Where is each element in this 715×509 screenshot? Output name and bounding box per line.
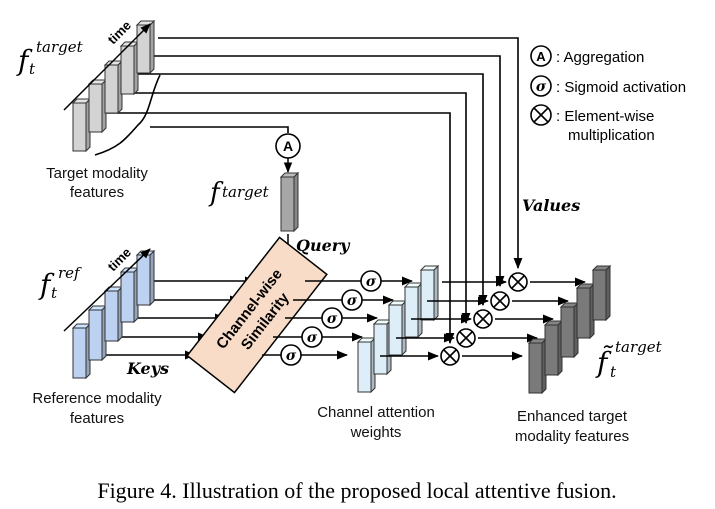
legend-sigmoid-text: : Sigmoid activation bbox=[556, 79, 686, 96]
target-features-label-1: Target modality bbox=[46, 165, 148, 182]
legend: A : Aggregation σ : Sigmoid activation :… bbox=[530, 45, 686, 144]
legend-multiply-text: : Element-wise bbox=[556, 108, 654, 125]
sigmoid-symbol: σ bbox=[307, 330, 318, 346]
sigmoid-node: σ bbox=[321, 307, 343, 329]
attention-label-1: Channel attention bbox=[317, 404, 435, 421]
figure-caption: Figure 4. Illustration of the proposed l… bbox=[97, 478, 616, 503]
keys-label: Keys bbox=[126, 359, 169, 378]
target-feature-bar bbox=[71, 97, 92, 153]
sigmoid-node: σ bbox=[341, 289, 363, 311]
legend-aggregation-icon: A bbox=[536, 49, 546, 64]
channel-wise-similarity-block: Channel-wise Similarity bbox=[186, 236, 328, 394]
query-label: Query bbox=[296, 236, 351, 255]
legend-item-aggregation: A : Aggregation bbox=[530, 45, 644, 67]
legend-multiply-icon bbox=[530, 104, 552, 126]
legend-item-multiplication: : Element-wise multiplication bbox=[530, 104, 655, 144]
sigmoid-node: σ bbox=[280, 344, 302, 366]
target-feature-bar bbox=[135, 19, 156, 75]
enhanced-symbol-sub: t bbox=[610, 363, 617, 381]
output-lines bbox=[462, 277, 587, 361]
aggregation-node: A bbox=[275, 133, 301, 159]
enhanced-feature-bar bbox=[575, 282, 596, 340]
reference-feature-bar bbox=[119, 266, 140, 324]
target-feature-bar bbox=[103, 59, 124, 115]
attention-weight-bar bbox=[403, 281, 424, 339]
target-features-label-2: features bbox=[70, 184, 124, 201]
legend-sigmoid-icon: σ bbox=[536, 79, 547, 95]
aggregated-target-feature bbox=[279, 171, 300, 233]
sigmoid-symbol: σ bbox=[366, 274, 377, 290]
multiply-icon bbox=[473, 309, 493, 329]
value-lines bbox=[94, 37, 523, 345]
ref-symbol-sup: ref bbox=[58, 264, 82, 282]
multiply-icon bbox=[508, 272, 528, 292]
ref-features-label-2: features bbox=[70, 410, 124, 427]
element-wise-multiplication-nodes bbox=[440, 272, 528, 366]
ref-features-label-1: Reference modality bbox=[32, 390, 162, 407]
attention-weight-bar bbox=[372, 318, 393, 376]
multiply-icon bbox=[490, 291, 510, 311]
target-symbol-sub: t bbox=[29, 60, 36, 78]
multiply-icon bbox=[456, 328, 476, 348]
sigmoid-symbol: σ bbox=[327, 311, 338, 327]
target-feature-bar bbox=[87, 78, 108, 134]
legend-multiply-text-2: multiplication bbox=[568, 127, 655, 144]
multiply-icon bbox=[440, 346, 460, 366]
attention-lines bbox=[380, 277, 508, 361]
ref-symbol-sub: t bbox=[51, 284, 58, 302]
attention-weight-bar bbox=[387, 299, 408, 357]
enhanced-feature-bar bbox=[559, 301, 580, 359]
agg-symbol-sup: target bbox=[222, 183, 270, 201]
attention-label-2: weights bbox=[350, 424, 402, 441]
sigmoid-node: σ bbox=[360, 270, 382, 292]
legend-aggregation-text: : Aggregation bbox=[556, 49, 644, 66]
target-symbol-sup: target bbox=[36, 38, 84, 56]
enhanced-feature-bar bbox=[527, 337, 548, 395]
enhanced-label-2: modality features bbox=[515, 428, 629, 445]
enhanced-symbol-sup: target bbox=[615, 338, 663, 356]
reference-feature-bar bbox=[71, 322, 92, 380]
reference-feature-bar bbox=[87, 304, 108, 362]
enhanced-feature-bar bbox=[543, 319, 564, 377]
enhanced-feature-bar bbox=[591, 264, 612, 322]
aggregation-label: A bbox=[283, 138, 293, 154]
sigmoid-node: σ bbox=[301, 326, 323, 348]
attention-weight-bar bbox=[356, 336, 377, 394]
sigmoid-symbol: σ bbox=[347, 293, 358, 309]
legend-item-sigmoid: σ : Sigmoid activation bbox=[530, 75, 686, 97]
sigmoid-symbol: σ bbox=[286, 348, 297, 364]
attention-weight-bar bbox=[419, 264, 440, 322]
reference-feature-bar bbox=[103, 285, 124, 343]
channel-attention-weights bbox=[356, 264, 440, 394]
enhanced-target-features bbox=[527, 264, 612, 395]
enhanced-label-1: Enhanced target bbox=[517, 408, 628, 425]
values-label: Values bbox=[522, 196, 580, 215]
